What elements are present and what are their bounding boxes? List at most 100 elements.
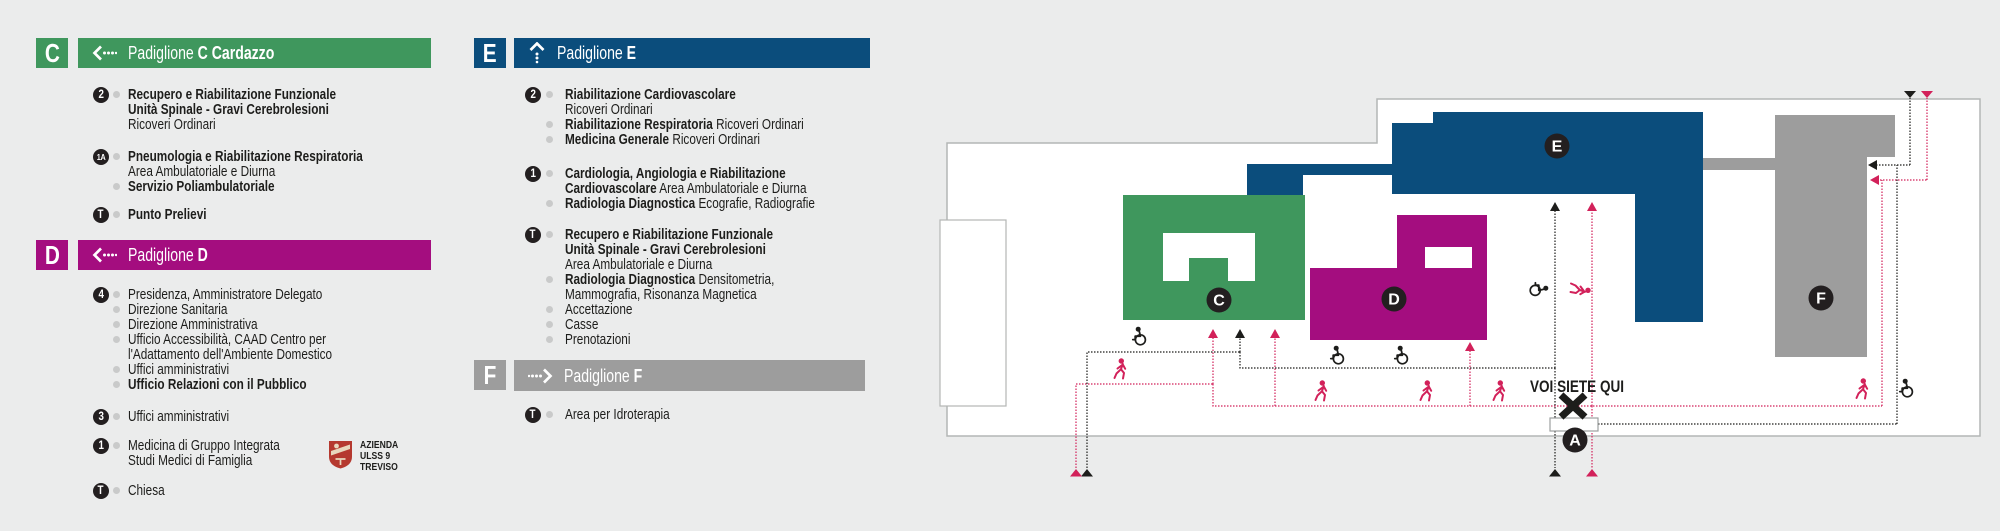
legend-line: Mammografia, Risonanza Magnetica bbox=[565, 287, 833, 302]
svg-text:D: D bbox=[1388, 292, 1400, 309]
header-title: Padiglione E bbox=[557, 42, 637, 63]
legend-text: Area Ambulatoriale e Diurna bbox=[128, 163, 276, 180]
map-building-f bbox=[1775, 115, 1895, 357]
bullet-dot bbox=[546, 411, 553, 418]
badge-letter: D bbox=[44, 239, 60, 270]
map-connector-ef bbox=[1703, 158, 1775, 170]
legend-line: Cardiovascolare Area Ambulatoriale e Diu… bbox=[565, 181, 885, 196]
bullet-dot bbox=[546, 170, 553, 177]
legend-line: Area per Idroterapia bbox=[546, 406, 699, 423]
legend-text: Unità Spinale - Gravi Cerebrolesioni bbox=[565, 241, 766, 258]
header-title: Padiglione F bbox=[564, 364, 643, 386]
svg-text:E: E bbox=[1552, 139, 1563, 156]
legend-text: Cardiovascolare bbox=[565, 180, 657, 197]
legend-text: Area per Idroterapia bbox=[565, 406, 670, 423]
legend-line: Riabilitazione Respiratoria Ricoveri Ord… bbox=[546, 116, 871, 133]
legend-line: Medicina Generale Ricoveri Ordinari bbox=[546, 131, 871, 148]
building-label-f: F bbox=[1808, 285, 1834, 311]
ulss-shield-icon bbox=[329, 441, 352, 469]
legend-text: Pneumologia e Riabilitazione Respiratori… bbox=[128, 148, 363, 165]
legend-line: Uffici amministrativi bbox=[113, 409, 258, 424]
legend-line: Servizio Poliambulatoriale bbox=[113, 178, 429, 195]
bullet-dot bbox=[546, 200, 553, 207]
legend-line: Ufficio Accessibilità, CAAD Centro per bbox=[113, 331, 390, 348]
legend-line: Recupero e Riabilitazione Funzionale bbox=[546, 227, 833, 242]
legend-line: Presidenza, Amministratore Delegato bbox=[113, 287, 390, 302]
bullet-dot bbox=[546, 91, 553, 98]
legend-line: Ufficio Relazioni con il Pubblico bbox=[113, 377, 390, 392]
legend-text: Punto Prelievi bbox=[128, 206, 207, 223]
legend-line: l'Adattamento dell'Ambiente Domestico bbox=[128, 347, 390, 362]
legend-text: Prenotazioni bbox=[565, 331, 631, 348]
legend-text: Direzione Amministrativa bbox=[128, 316, 258, 333]
route-accessible bbox=[1086, 98, 1911, 468]
floor-marker-t: T bbox=[93, 482, 109, 499]
pavilion-d-badge: D bbox=[36, 240, 68, 270]
you-are-here-label: VOI SIETE QUI bbox=[1530, 378, 1624, 396]
legend-text: Medicina di Gruppo Integrata bbox=[128, 437, 280, 454]
floor-marker-t: T bbox=[525, 406, 541, 423]
bullet-dot bbox=[546, 136, 553, 143]
legend-text: Ecografie, Radiografie bbox=[695, 195, 815, 212]
bullet-dot bbox=[546, 321, 553, 328]
building-label-c: C bbox=[1206, 287, 1232, 313]
legend-text: Cardiologia, Angiologia e Riabilitazione bbox=[565, 165, 786, 182]
legend-text: Uffici amministrativi bbox=[128, 361, 230, 378]
bullet-dot bbox=[113, 211, 120, 218]
legend-text: Mammografia, Risonanza Magnetica bbox=[565, 286, 757, 303]
map-building-e bbox=[1247, 112, 1703, 322]
legend-text: Radiologia Diagnostica bbox=[565, 195, 696, 212]
legend-text: Unità Spinale - Gravi Cerebrolesioni bbox=[128, 101, 329, 118]
floor-marker-1: 1 bbox=[525, 165, 541, 182]
arrow-left-icon bbox=[92, 247, 117, 263]
svg-text:A: A bbox=[1569, 433, 1581, 450]
floor-marker-t: T bbox=[93, 206, 109, 223]
floor-marker-t: T bbox=[525, 226, 541, 243]
svg-text:F: F bbox=[1816, 291, 1826, 308]
pavilion-c-badge: C bbox=[36, 38, 68, 68]
bullet-dot bbox=[113, 381, 120, 388]
floor-marker-2: 2 bbox=[93, 86, 109, 103]
badge-letter: C bbox=[44, 37, 60, 68]
bullet-dot bbox=[113, 366, 120, 373]
bullet-dot bbox=[546, 121, 553, 128]
legend-line: Recupero e Riabilitazione Funzionale bbox=[113, 87, 395, 102]
header-title: Padiglione D bbox=[128, 244, 208, 265]
legend-text: Medicina Generale bbox=[565, 131, 670, 148]
legend-line: Medicina di Gruppo Integrata bbox=[113, 437, 323, 454]
ulss-logo: AZIENDA ULSS 9 TREVISO bbox=[328, 440, 407, 473]
you-are-here-x bbox=[1558, 392, 1588, 420]
legend-line: Punto Prelievi bbox=[113, 206, 229, 223]
pavilion-f-header: Padiglione F bbox=[514, 360, 865, 391]
legend-text: Direzione Sanitaria bbox=[128, 301, 228, 318]
legend-item: Cardiologia, Angiologia e Riabilitazione… bbox=[546, 165, 885, 212]
logo-line: ULSS 9 bbox=[360, 450, 391, 462]
legend-item: Punto Prelievi bbox=[113, 206, 229, 223]
legend-line: Pneumologia e Riabilitazione Respiratori… bbox=[113, 148, 429, 165]
bullet-dot bbox=[113, 487, 120, 494]
legend-text: Chiesa bbox=[128, 482, 165, 499]
legend-text: l'Adattamento dell'Ambiente Domestico bbox=[128, 346, 333, 363]
legend-text: Ufficio Accessibilità, CAAD Centro per bbox=[128, 331, 327, 348]
logo-line: TREVISO bbox=[360, 461, 398, 473]
legend-line: Area Ambulatoriale e Diurna bbox=[565, 257, 833, 272]
legend-line: Direzione Sanitaria bbox=[113, 301, 390, 318]
bullet-dot bbox=[113, 291, 120, 298]
floor-marker-1a: 1A bbox=[93, 148, 109, 165]
bullet-dot bbox=[113, 91, 120, 98]
legend-text: Riabilitazione Respiratoria bbox=[565, 116, 713, 133]
legend-text: Servizio Poliambulatoriale bbox=[128, 178, 275, 195]
bullet-dot bbox=[113, 413, 120, 420]
legend-text: Area Ambulatoriale e Diurna bbox=[565, 256, 713, 273]
legend-line: Unità Spinale - Gravi Cerebrolesioni bbox=[565, 242, 833, 257]
map-building-d bbox=[1310, 215, 1487, 340]
building-label-d: D bbox=[1381, 286, 1407, 312]
legend-text: Ricoveri Ordinari bbox=[565, 101, 653, 118]
legend-line: Chiesa bbox=[113, 482, 175, 499]
arrow-right-icon bbox=[528, 368, 553, 383]
